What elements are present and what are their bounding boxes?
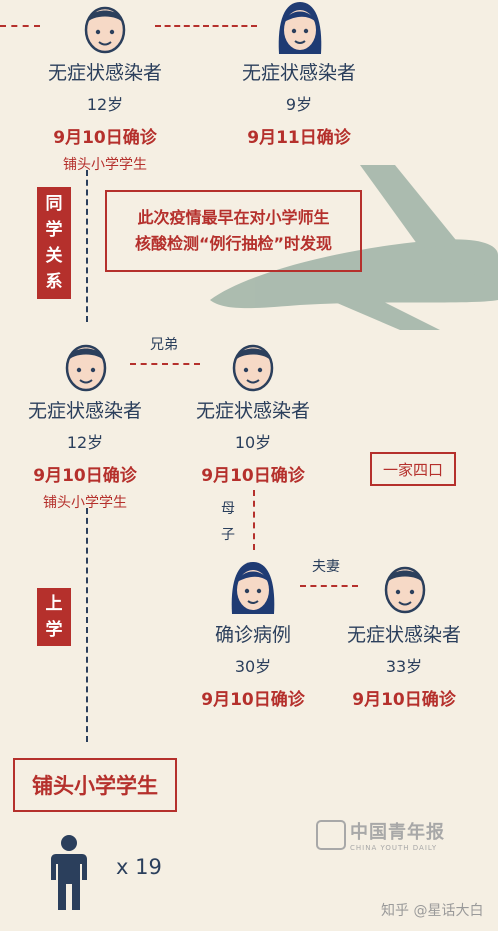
school-label: 铺头小学学生: [63, 157, 147, 173]
person-age: 10岁: [234, 433, 272, 452]
confirm-date: 9月11日确诊: [247, 128, 351, 148]
school-students-box: 铺头小学学生: [13, 758, 177, 812]
man-face-icon: [384, 566, 426, 614]
note-line: 此次疫情最早在对小学师生: [137, 208, 330, 227]
link-brothers: [130, 363, 200, 365]
link-school-vertical: [86, 508, 88, 742]
relation-mother-son: 母 子: [221, 496, 235, 548]
person-label: 无症状感染者 12岁 9月10日确诊 铺头小学学生: [25, 58, 185, 174]
person-name: 无症状感染者: [346, 624, 461, 646]
girl-face-icon: [278, 2, 322, 54]
person-name: 确诊病例: [214, 624, 291, 646]
person-label: 确诊病例 30岁 9月10日确诊: [173, 620, 333, 710]
person-age: 9岁: [285, 95, 313, 114]
tag-char: 关: [45, 246, 63, 266]
person-name: 无症状感染者: [27, 400, 142, 422]
link-classmate-top: [155, 25, 257, 27]
link-couple: [300, 585, 358, 587]
person-age: 12岁: [86, 95, 124, 114]
relation-brothers: 兄弟: [150, 337, 178, 353]
link-left-edge: [0, 25, 40, 27]
person-age: 12岁: [66, 433, 104, 452]
person-name: 无症状感染者: [195, 400, 310, 422]
tag-char: 学: [45, 620, 63, 640]
relation-char: 母: [221, 501, 235, 517]
footer-watermark: 知乎 @星话大白: [381, 903, 484, 919]
classmates-tag: 同 学 关 系: [37, 187, 71, 299]
confirm-date: 9月10日确诊: [201, 690, 305, 710]
student-count: x 19: [116, 855, 162, 879]
newspaper-name-en: CHINA YOUTH DAILY: [350, 844, 438, 852]
boy-face-icon: [232, 344, 274, 392]
confirm-date: 9月10日确诊: [201, 466, 305, 486]
relation-couple: 夫妻: [312, 559, 340, 575]
person-name: 无症状感染者: [241, 62, 356, 84]
person-label: 无症状感染者 9岁 9月11日确诊: [219, 58, 379, 148]
discovery-note: 此次疫情最早在对小学师生 核酸检测“例行抽检”时发现: [105, 190, 362, 272]
boy-face-icon: [65, 344, 107, 392]
student-person-icon: [51, 835, 87, 910]
link-mother-son: [253, 490, 255, 550]
school-label: 铺头小学学生: [43, 495, 127, 511]
person-label: 无症状感染者 12岁 9月10日确诊 铺头小学学生: [5, 396, 165, 512]
confirm-date: 9月10日确诊: [53, 128, 157, 148]
person-label: 无症状感染者 10岁 9月10日确诊: [173, 396, 333, 486]
tag-char: 系: [45, 272, 63, 292]
tag-char: 同: [45, 194, 63, 214]
newspaper-name: 中国青年报: [350, 822, 445, 843]
person-age: 30岁: [234, 657, 272, 676]
confirm-date: 9月10日确诊: [352, 690, 456, 710]
person-name: 无症状感染者: [47, 62, 162, 84]
family-of-four-label: 一家四口: [370, 452, 456, 486]
woman-face-icon: [231, 562, 275, 614]
confirm-date: 9月10日确诊: [33, 466, 137, 486]
tag-char: 学: [45, 220, 63, 240]
person-age: 33岁: [385, 657, 423, 676]
note-line: 核酸检测“例行抽检”时发现: [134, 234, 333, 253]
relation-char: 子: [221, 527, 235, 543]
newspaper-watermark: 中国青年报 CHINA YOUTH DAILY: [316, 818, 445, 852]
newspaper-logo-icon: [316, 820, 346, 850]
person-label: 无症状感染者 33岁 9月10日确诊: [324, 620, 484, 710]
tag-char: 上: [45, 594, 63, 614]
attend-school-tag: 上 学: [37, 588, 71, 646]
link-classmate-vertical: [86, 170, 88, 322]
boy-face-icon: [84, 6, 126, 54]
